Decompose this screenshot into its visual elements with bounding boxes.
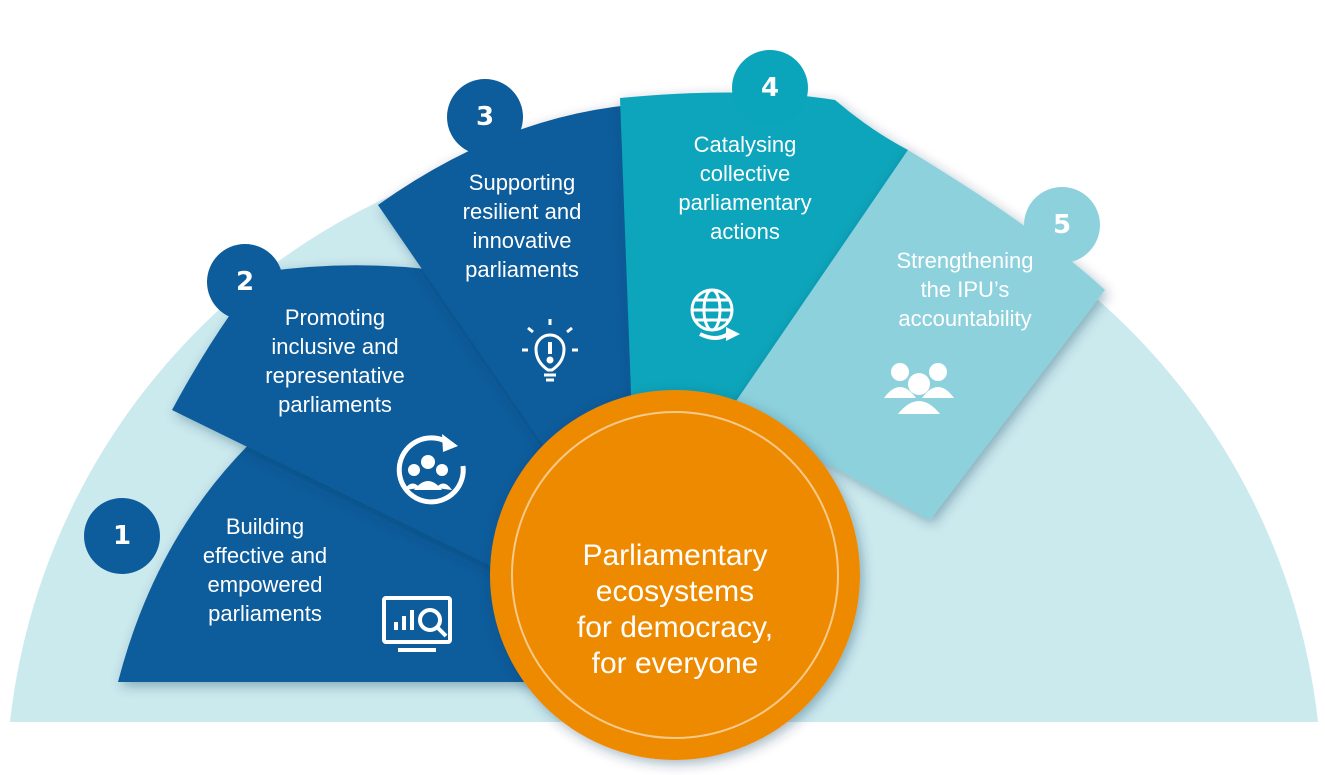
segment-3-line: parliaments [465,257,579,282]
segment-2-line: inclusive and [271,334,399,359]
segment-5-number: 5 [1052,210,1072,240]
hub-label: Parliamentary ecosystems for democracy, … [540,538,810,682]
badge-4 [732,50,808,126]
badge-5 [1024,187,1100,263]
segment-3-label: Supporting resilient and innovative parl… [432,168,612,284]
segment-2-wedge [172,265,560,600]
hub-ring [511,411,839,739]
segment-5-wedge [730,150,1105,520]
segment-2-line: representative [265,363,405,388]
segment-4-line: parliamentary [678,190,812,215]
segment-4-line: actions [710,219,780,244]
badge-3 [447,79,523,155]
segment-3-number: 3 [475,102,495,132]
segment-1-number: 1 [112,521,132,551]
hub-line: for everyone [591,647,759,680]
hub-circle [490,390,860,760]
segment-3-line: Supporting [468,170,576,195]
segment-1-label: Building effective and empowered parliam… [175,512,355,628]
segment-2-line: parliaments [278,392,392,417]
globe-arrow-icon [690,288,740,341]
hub-line: Parliamentary [582,539,768,572]
segment-4-wedge [620,92,908,420]
segment-1-line: Building [225,514,305,539]
segment-5-label: Strengthening the IPU’s accountability [870,246,1060,333]
badge-2 [207,244,283,320]
segment-4-label: Catalysing collective parliamentary acti… [655,130,835,246]
segment-1-line: parliaments [208,601,322,626]
segment-1-line: empowered [207,572,323,597]
lightbulb-icon [522,319,578,382]
segment-5-line: accountability [898,306,1032,331]
segment-5-line: the IPU’s [920,277,1010,302]
segment-4-number: 4 [760,73,780,103]
segment-3-line: innovative [472,228,572,253]
segment-2-number: 2 [235,267,255,297]
people-group-icon [884,363,954,414]
segment-1-line: effective and [202,543,328,568]
hub-line: ecosystems [595,575,755,608]
segment-3-wedge [378,105,640,470]
hub-line: for democracy, [576,611,774,644]
badge-1 [84,498,160,574]
segment-3-line: resilient and [462,199,582,224]
segment-5-line: Strengthening [896,248,1034,273]
segment-2-line: Promoting [284,305,386,330]
segment-4-line: collective [699,161,791,186]
segment-4-line: Catalysing [693,132,797,157]
chart-magnifier-monitor-icon [382,596,452,652]
group-refresh-icon [396,434,466,505]
segment-2-label: Promoting inclusive and representative p… [245,303,425,419]
